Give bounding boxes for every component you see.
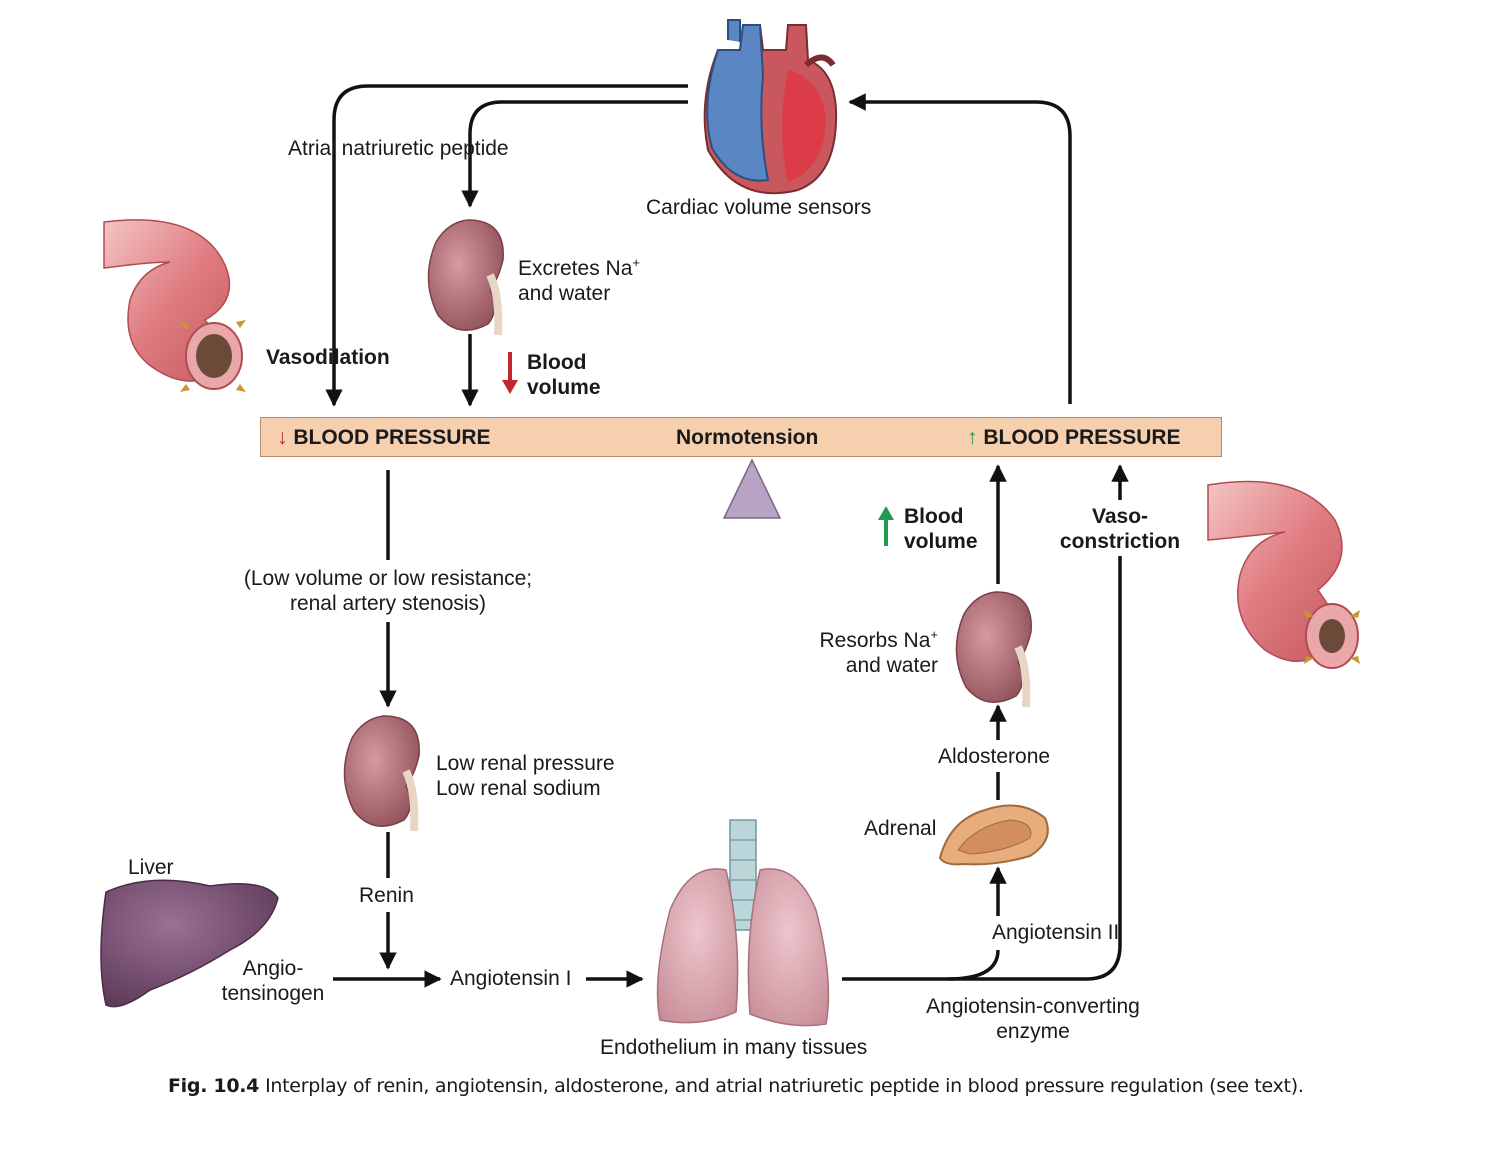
down-arrow-icon (502, 352, 518, 394)
blood-pressure-bar: ↓ BLOOD PRESSURE Normotension ↑ BLOOD PR… (260, 417, 1222, 457)
up-arrow-icon: ↑ (967, 426, 978, 449)
adrenal-label: Adrenal (864, 817, 937, 840)
kidney-icon (955, 591, 1032, 708)
lungs-icon (656, 819, 830, 1027)
vessel-icon (1207, 480, 1360, 669)
connector-lines (325, 84, 1129, 988)
arrow-anp-kidney (461, 100, 688, 208)
arrow-anp-vasodilation (325, 84, 688, 407)
line-ace-to-ang-ii (842, 949, 1000, 981)
adrenal-icon (938, 804, 1049, 866)
fulcrum-icon (722, 458, 782, 519)
heart-icon (703, 19, 838, 195)
renin-label: Renin (359, 884, 414, 907)
arrow-bp-heart (848, 93, 1072, 404)
aldosterone-label: Aldosterone (938, 745, 1051, 768)
low-volume-label: (Low volume or low resistance;renal arte… (243, 567, 533, 615)
normotension-label: Normotension (676, 426, 819, 449)
excretes-label: Excretes Na+and water (518, 255, 640, 305)
kidney-icon (343, 715, 420, 832)
angiotensin-i-label: Angiotensin I (450, 967, 572, 990)
vasodilation-label: Vasodilation (266, 346, 390, 369)
angiotensinogen-label: Angio-tensinogen (221, 957, 325, 1005)
high-blood-pressure: ↑ BLOOD PRESSURE (967, 426, 1181, 449)
kidney-icon (427, 219, 504, 336)
liver-icon (100, 879, 279, 1008)
down-arrow-icon: ↓ (277, 426, 288, 449)
line-ace-to-vaso (948, 556, 1122, 981)
vasoconstriction-label: Vaso-constriction (1050, 504, 1190, 554)
up-arrow-icon (878, 506, 894, 546)
resorbs-label: Resorbs Na+and water (819, 627, 938, 677)
liver-label: Liver (128, 856, 174, 879)
cardiac-sensors-label: Cardiac volume sensors (646, 196, 872, 219)
anp-label: Atrial natriuretic peptide (288, 137, 509, 160)
low-blood-pressure: ↓ BLOOD PRESSURE (277, 426, 491, 449)
angiotensin-ii-label: Angiotensin II (992, 921, 1120, 944)
endothelium-label: Endothelium in many tissues (600, 1036, 868, 1059)
vessel-icon (103, 219, 246, 392)
